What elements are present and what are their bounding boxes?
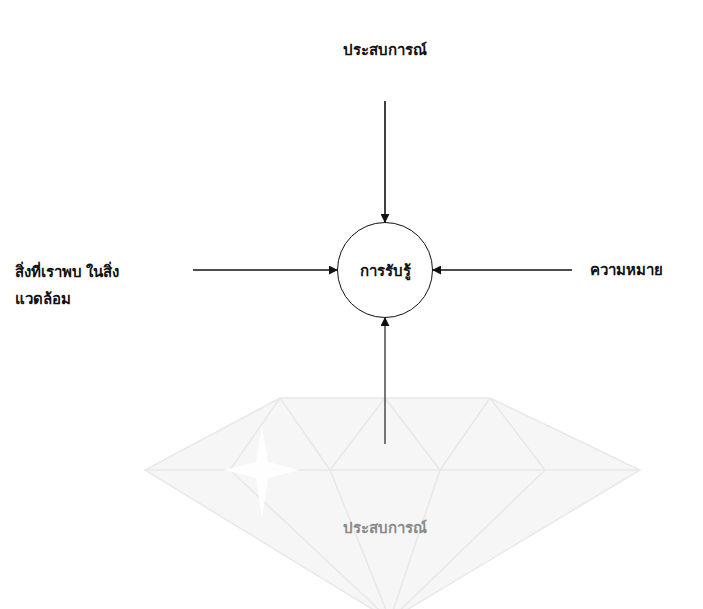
arrow-connector bbox=[433, 269, 572, 271]
input-label: ความหมาย bbox=[590, 256, 663, 283]
input-label: สิ่งที่เราพบ ในสิ่งแวดล้อม bbox=[15, 258, 143, 312]
node-text: ประสบการณ์ bbox=[343, 36, 427, 63]
arrow-connector bbox=[384, 101, 386, 222]
node-text: ความหมาย bbox=[590, 256, 663, 283]
arrow-connector bbox=[193, 269, 337, 271]
node-text: ประสบการณ์ bbox=[343, 514, 427, 541]
input-label: ประสบการณ์ bbox=[343, 514, 427, 541]
node-text: สิ่งที่เราพบ ในสิ่งแวดล้อม bbox=[15, 258, 143, 312]
input-label: ประสบการณ์ bbox=[343, 36, 427, 63]
arrow-connector bbox=[384, 318, 386, 444]
process-circle: การรับรู้ bbox=[337, 222, 433, 318]
node-text: การรับรู้ bbox=[360, 257, 411, 284]
